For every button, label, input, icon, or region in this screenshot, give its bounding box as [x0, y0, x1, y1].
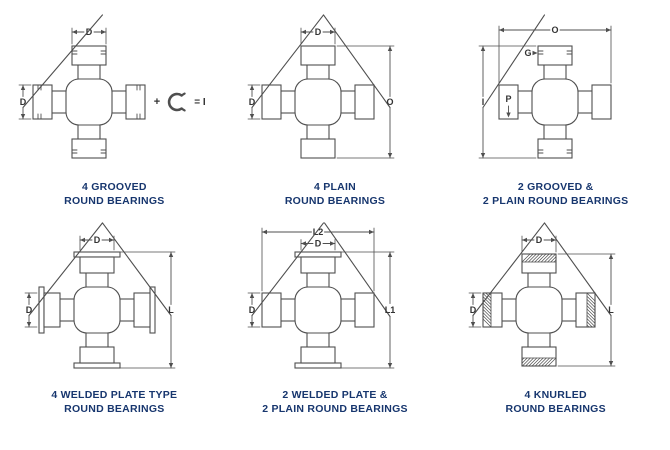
diagram-2-welded-plate-2-plain-round-bearings: L2D D L1	[247, 222, 396, 369]
svg-text:L1: L1	[385, 305, 396, 315]
joint-arm-plain	[300, 122, 336, 159]
joint-arm-plain	[498, 84, 535, 120]
diagram-title-line2: 2 PLAIN ROUND BEARINGS	[482, 194, 629, 207]
diagram-cell-plain-4: D D O 4 PLAIN ROUND BEARINGS	[225, 14, 446, 208]
diagram-title: 2 WELDED PLATE & 2 PLAIN ROUND BEARINGS	[262, 389, 408, 416]
joint-arm-grooved	[537, 122, 573, 159]
diagram-title: 4 KNURLED ROUND BEARINGS	[505, 389, 605, 416]
svg-text:O: O	[551, 25, 558, 35]
joint-arm-knurled	[482, 292, 519, 328]
diagram-title-line1: 4 KNURLED	[524, 389, 587, 402]
diagram-title: 4 GROOVED ROUND BEARINGS	[64, 181, 164, 208]
svg-text:= I: = I	[195, 97, 207, 108]
svg-text:D: D	[315, 27, 322, 37]
diagram-cell-welded-plate-4: D D L 4 WELDED PLATE TYPE ROUND BEARINGS	[4, 222, 225, 416]
diagram-4-grooved-round-bearings: D D + = I	[18, 14, 207, 159]
joint-arm-plate	[73, 330, 121, 369]
diagram-title: 2 GROOVED & 2 PLAIN ROUND BEARINGS	[483, 181, 629, 208]
joint-arm-grooved	[109, 84, 146, 120]
joint-arm-grooved	[32, 84, 69, 120]
joint-arm-plate	[117, 286, 156, 334]
joint-arm-plain	[261, 84, 298, 120]
joint-arm-plate	[73, 251, 121, 290]
svg-text:P: P	[505, 94, 511, 104]
diagram-4-knurled-round-bearings: D D L	[468, 222, 616, 367]
joint-arm-knurled	[521, 253, 557, 290]
svg-text:+: +	[154, 96, 160, 108]
joint-arm-grooved	[71, 122, 107, 159]
diagram-title: 4 WELDED PLATE TYPE ROUND BEARINGS	[51, 389, 177, 416]
diagram-4-welded-plate-round-bearings: D D L	[24, 222, 176, 369]
joint-arm-plain	[575, 84, 612, 120]
svg-text:D: D	[86, 27, 93, 37]
diagram-title-line2: ROUND BEARINGS	[64, 194, 165, 207]
diagram-title-line2: 2 PLAIN ROUND BEARINGS	[262, 402, 408, 415]
svg-text:D: D	[94, 235, 101, 245]
svg-text:L: L	[169, 305, 175, 315]
svg-text:D: D	[469, 305, 476, 315]
svg-text:G: G	[524, 48, 531, 58]
svg-text:D: D	[315, 239, 322, 249]
diagram-4-plain-round-bearings: D D O	[247, 14, 395, 159]
diagram-cell-grooved-2-plain-2: O I G P 2 GROOVED & 2 PLAIN ROUND BEARINGS	[445, 14, 666, 208]
snap-ring-icon	[168, 92, 187, 112]
diagram-cell-knurled-4: D D L 4 KNURLED ROUND BEARINGS	[445, 222, 666, 416]
diagram-title-line1: 2 WELDED PLATE &	[282, 389, 388, 402]
diagram-title-line1: 4 WELDED PLATE TYPE	[51, 389, 178, 402]
joint-arm-grooved	[537, 45, 573, 82]
svg-text:L2: L2	[313, 227, 324, 237]
svg-text:O: O	[386, 97, 393, 107]
joint-arm-plain	[338, 292, 375, 328]
svg-text:D: D	[249, 97, 256, 107]
diagram-title-line2: ROUND BEARINGS	[505, 402, 606, 415]
bearing-types-grid: D D + = I 4 GROOVED ROUND BEARINGS D D O 4 PL…	[4, 14, 666, 416]
svg-text:D: D	[26, 305, 33, 315]
diagram-title-line1: 2 GROOVED &	[517, 181, 594, 193]
svg-text:I: I	[481, 97, 484, 107]
svg-text:D: D	[20, 97, 27, 107]
joint-arm-grooved	[71, 45, 107, 82]
diagram-title-line2: ROUND BEARINGS	[64, 402, 165, 415]
svg-text:D: D	[249, 305, 256, 315]
svg-text:D: D	[535, 235, 542, 245]
joint-arm-plate	[38, 286, 77, 334]
joint-arm-plain	[338, 84, 375, 120]
diagram-title-line2: ROUND BEARINGS	[284, 194, 386, 207]
joint-arm-knurled	[521, 330, 557, 367]
diagram-title-line1: 4 GROOVED	[81, 181, 147, 193]
diagram-cell-grooved-4: D D + = I 4 GROOVED ROUND BEARINGS	[4, 14, 225, 208]
joint-arm-plain	[300, 45, 336, 82]
joint-arm-plate	[294, 251, 342, 290]
diagram-title: 4 PLAIN ROUND BEARINGS	[285, 181, 385, 208]
joint-arm-plain	[261, 292, 298, 328]
joint-arm-plate	[294, 330, 342, 369]
svg-text:L: L	[608, 305, 614, 315]
diagram-2-grooved-2-plain-round-bearings: O I G P	[478, 14, 612, 159]
diagram-title-line1: 4 PLAIN	[313, 181, 356, 193]
joint-arm-knurled	[559, 292, 596, 328]
